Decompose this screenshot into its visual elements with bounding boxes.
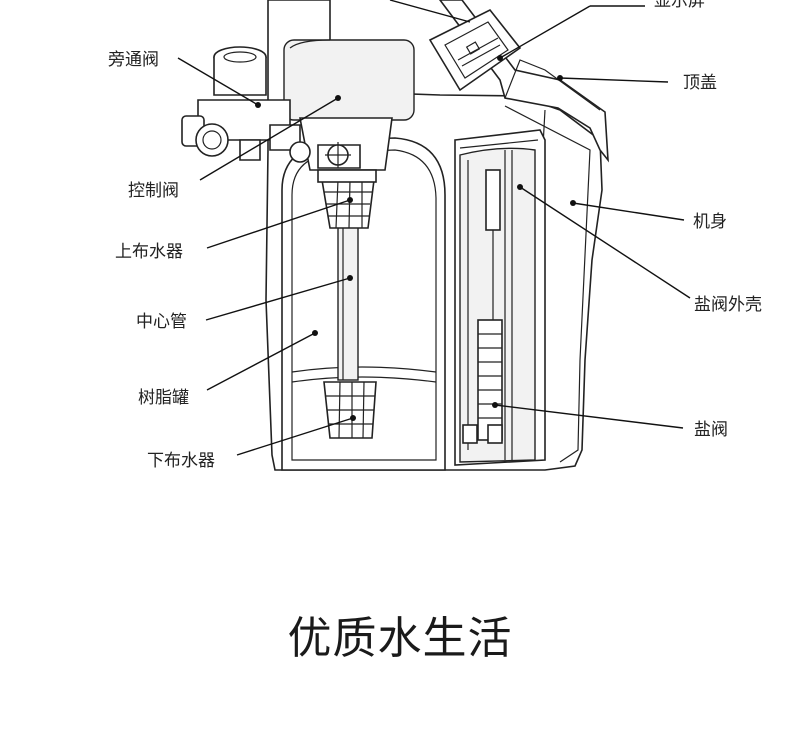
upper-distributor bbox=[321, 179, 375, 229]
display-panel bbox=[428, 8, 522, 92]
resin-tank bbox=[281, 137, 446, 471]
bypass-valve bbox=[181, 46, 311, 163]
control-valve bbox=[283, 39, 415, 183]
label-lower-distributor: 下布水器 bbox=[147, 451, 215, 471]
label-body: 机身 bbox=[693, 212, 727, 232]
label-display: 显示屏 bbox=[654, 0, 705, 11]
slogan-heading: 优质水生活 bbox=[287, 613, 513, 664]
label-upper-distributor: 上布水器 bbox=[115, 242, 183, 262]
water-softener-diagram: 显示屏 旁通阀 顶盖 控制阀 机身 上布水器 盐阀外壳 中心管 树脂罐 盐阀 下… bbox=[108, 0, 762, 471]
top-cover-edge bbox=[504, 59, 601, 111]
leader-lines bbox=[177, 0, 691, 456]
label-top-cover: 顶盖 bbox=[683, 73, 717, 93]
label-brine-valve: 盐阀 bbox=[694, 420, 728, 440]
label-center-tube: 中心管 bbox=[136, 312, 187, 332]
label-brine-valve-housing: 盐阀外壳 bbox=[694, 295, 762, 315]
center-tube bbox=[337, 219, 359, 381]
label-resin-tank: 树脂罐 bbox=[138, 388, 189, 408]
label-bypass-valve: 旁通阀 bbox=[108, 50, 159, 70]
body-inner-wall bbox=[504, 105, 591, 463]
brine-valve bbox=[462, 169, 503, 444]
label-control-valve: 控制阀 bbox=[128, 181, 179, 201]
lower-distributor bbox=[323, 381, 377, 439]
